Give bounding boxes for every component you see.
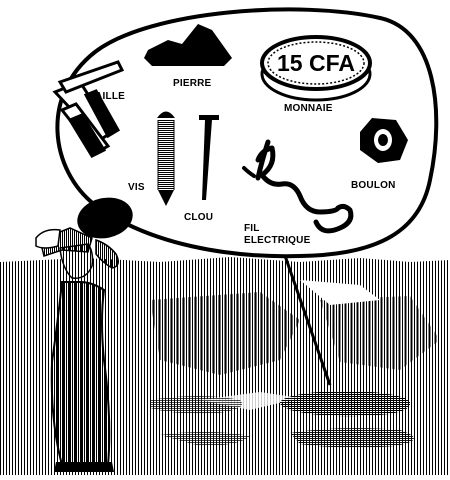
balloon-pointer	[281, 249, 332, 386]
person-figure	[35, 197, 133, 472]
straw-drawing	[52, 60, 125, 158]
coin-drawing: 15 CFA	[260, 35, 372, 102]
screw-drawing	[157, 111, 175, 206]
label-pierre: PIERRE	[173, 78, 212, 89]
ground-hatching	[0, 257, 450, 475]
wire-drawing	[255, 139, 354, 234]
stone-drawing	[144, 24, 232, 66]
label-boulon: BOULON	[351, 180, 396, 191]
coin-value-text: 15 CFA	[277, 50, 355, 76]
label-paille: PAILLE	[89, 91, 126, 102]
nut-drawing	[360, 118, 408, 163]
label-fil: FIL	[244, 223, 260, 234]
nail-drawing	[199, 115, 219, 200]
label-vis: VIS	[128, 182, 145, 193]
label-electrique: ELECTRIQUE	[244, 235, 311, 246]
label-monnaie: MONNAIE	[284, 103, 333, 114]
ground-patch	[150, 391, 414, 448]
label-clou: CLOU	[184, 212, 214, 223]
